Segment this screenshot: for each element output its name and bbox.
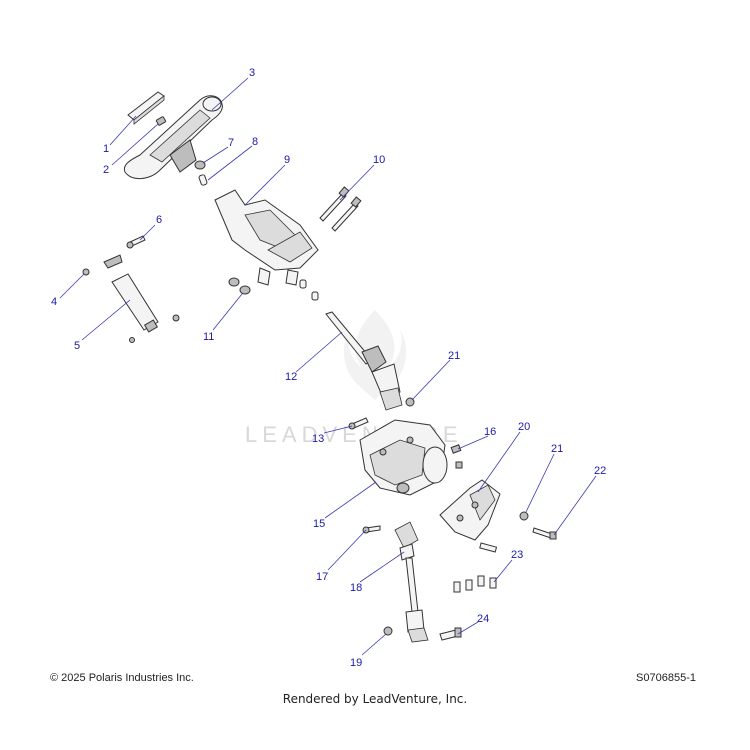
part-9-mounting-bracket: [214, 189, 319, 286]
part-20-bracket: [439, 479, 501, 541]
copyright-notice: © 2025 Polaris Industries Inc.: [50, 672, 194, 684]
part-2-screw: [155, 116, 167, 126]
part-18-lower-shaft: [394, 521, 429, 643]
part-7-bushing: [194, 160, 206, 170]
callout-16: 16: [484, 426, 496, 438]
callout-9: 9: [284, 154, 290, 166]
callout-19: 19: [350, 657, 362, 669]
callout-23: 23: [511, 549, 523, 561]
part-1-cover-plate: [127, 91, 165, 125]
callout-18: 18: [350, 582, 362, 594]
spacers: [299, 279, 319, 301]
callout-24: 24: [477, 613, 489, 625]
part-10-bolts: [319, 186, 362, 232]
part-23-bolts: [453, 542, 498, 593]
callout-21-lower: 21: [551, 443, 563, 455]
callout-4: 4: [51, 296, 57, 308]
callout-20: 20: [518, 421, 530, 433]
callout-6: 6: [156, 214, 162, 226]
part-4-nut: [82, 268, 90, 276]
part-5-gas-strut: [103, 254, 180, 343]
part-19-nut: [383, 626, 393, 636]
callout-3: 3: [249, 67, 255, 79]
callout-15: 15: [313, 518, 325, 530]
callout-13: 13: [312, 433, 324, 445]
part-24-bolt: [439, 627, 462, 641]
callout-10: 10: [373, 154, 385, 166]
part-16-bolt: [450, 444, 463, 469]
part-15-gearbox: [359, 419, 448, 496]
part-12-intermediate-shaft: [325, 311, 403, 411]
part-11-grommets: [228, 277, 251, 295]
part-22-bolt: [532, 527, 557, 540]
callout-8: 8: [252, 136, 258, 148]
rendered-by-credit: Rendered by LeadVenture, Inc.: [282, 692, 468, 706]
part-17-bolt: [362, 525, 381, 534]
callout-2: 2: [103, 164, 109, 176]
drawing-id: S0706855-1: [636, 672, 696, 684]
callout-21-upper: 21: [448, 350, 460, 362]
callout-12: 12: [285, 371, 297, 383]
part-21-nut-lower: [519, 511, 529, 521]
callout-7: 7: [228, 137, 234, 149]
part-3-column-housing: [123, 95, 223, 179]
callout-1: 1: [103, 143, 109, 155]
callout-labels: 1 2 3 7 8 9 10 6 4 5 11 12 21 13 16 20 1…: [51, 67, 606, 669]
callout-5: 5: [74, 340, 80, 352]
callout-11: 11: [203, 331, 214, 343]
callout-22: 22: [594, 465, 606, 477]
callout-17: 17: [316, 571, 328, 583]
leader-lines: [59, 77, 597, 656]
part-8-pin: [198, 174, 208, 186]
